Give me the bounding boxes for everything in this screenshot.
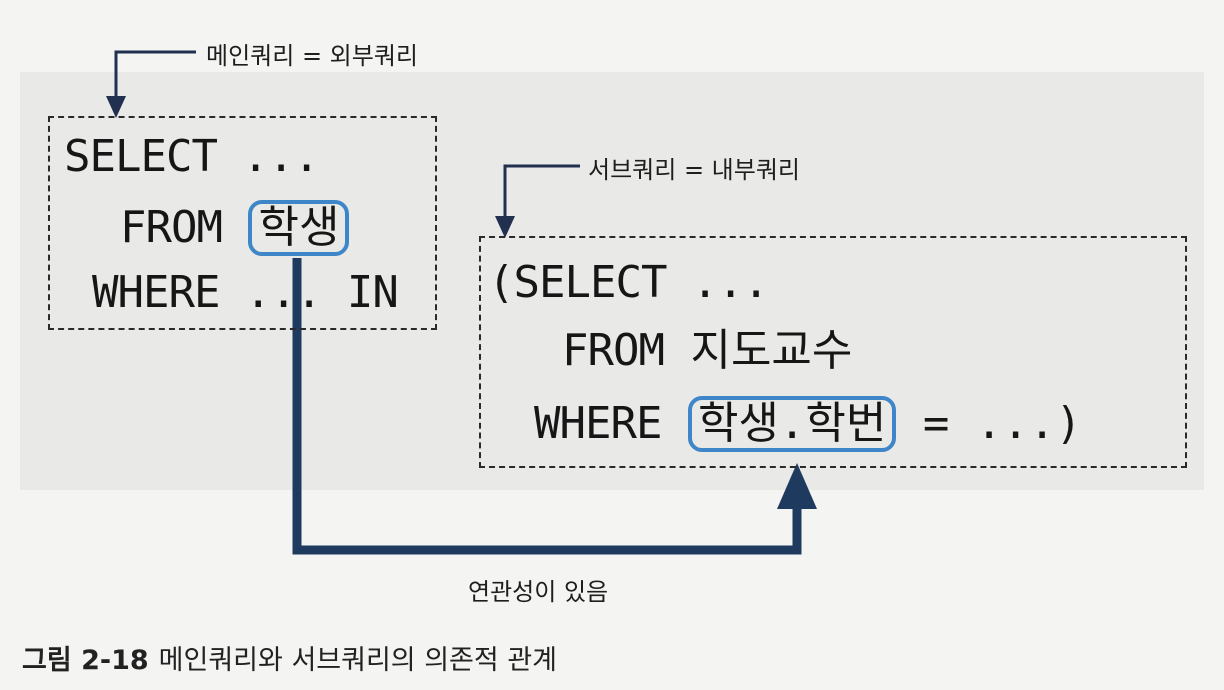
sub-query-where-rest: = ...) bbox=[922, 398, 1082, 449]
main-query-table-highlight: 학생 bbox=[248, 200, 350, 256]
main-query-label: 메인쿼리 = 외부쿼리 bbox=[206, 42, 419, 70]
sub-query-select-line: (SELECT ... bbox=[488, 257, 769, 308]
main-label-pointer bbox=[114, 50, 196, 96]
correlation-arrow-head bbox=[777, 463, 817, 509]
sub-label-pointer-head bbox=[495, 216, 515, 238]
main-query-select-line: SELECT ... bbox=[64, 131, 320, 182]
main-label-pointer-head bbox=[106, 96, 126, 118]
main-query-from-keyword: FROM bbox=[120, 202, 223, 253]
sub-query-column-highlight: 학생.학번 bbox=[687, 396, 897, 452]
figure-caption-text: 메인쿼리와 서브쿼리의 의존적 관계 bbox=[158, 645, 558, 676]
sub-query-where-keyword: WHERE bbox=[534, 398, 662, 449]
sub-query-from-keyword: FROM bbox=[562, 325, 665, 376]
sub-label-pointer bbox=[503, 164, 580, 216]
correlation-arrow-line bbox=[292, 258, 802, 555]
main-query-box bbox=[48, 116, 437, 330]
relation-label: 연관성이 있음 bbox=[468, 578, 609, 606]
sub-query-from-line: FROM 지도교수 bbox=[562, 326, 852, 376]
main-query-from-line: FROM 학생 bbox=[120, 200, 350, 256]
main-query-where-line: WHERE ... IN bbox=[92, 267, 399, 318]
sub-query-where-line: WHERE 학생.학번 = ...) bbox=[534, 396, 1082, 452]
background-band bbox=[20, 72, 1204, 490]
figure-caption: 그림 2-18 메인쿼리와 서브쿼리의 의존적 관계 bbox=[22, 638, 557, 677]
figure-number: 그림 2-18 bbox=[22, 645, 149, 676]
sub-query-table: 지도교수 bbox=[690, 325, 853, 376]
sub-query-label: 서브쿼리 = 내부쿼리 bbox=[588, 156, 801, 184]
sub-query-box bbox=[479, 236, 1187, 468]
